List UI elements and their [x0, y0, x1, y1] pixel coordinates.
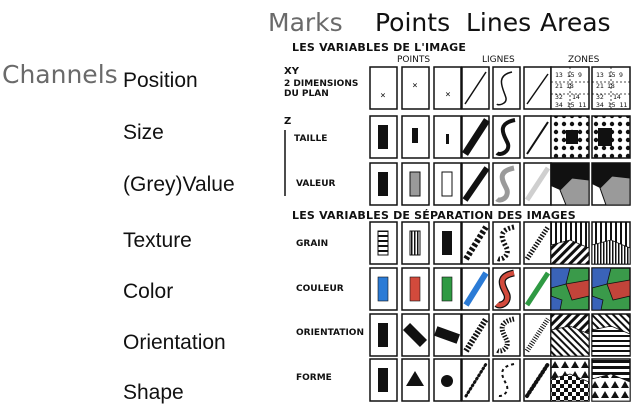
- grain-point-medium: [409, 230, 421, 256]
- value-point-white: [441, 171, 453, 197]
- grain-line-2: [495, 224, 515, 262]
- svg-text:18: 18: [566, 82, 574, 90]
- row-label-taille: TAILLE: [294, 134, 328, 144]
- channel-grey-value: (Grey)Value: [123, 173, 235, 196]
- row-label-couleur: COULEUR: [296, 284, 344, 294]
- color-line-blue: [463, 271, 489, 307]
- grain-point-fine: [442, 231, 452, 255]
- orientation-point-vertical: [378, 323, 388, 347]
- size-point-small: [446, 134, 449, 144]
- row-grain: [369, 221, 631, 265]
- size-line-thick: [462, 118, 490, 156]
- value-point-grey: [409, 171, 421, 197]
- svg-text:14: 14: [613, 93, 621, 101]
- grain-line-3: [524, 225, 551, 261]
- svg-text:34 15 11: 34 15 11: [555, 101, 586, 109]
- shape-point-circle: [441, 375, 453, 387]
- section-image-variables: LES VARIABLES DE L'IMAGE: [292, 41, 467, 54]
- shape-point-rectangle: [378, 368, 388, 392]
- size-point-large: [378, 125, 388, 149]
- position-line-diagonal: [526, 73, 549, 105]
- row-label-grain: GRAIN: [296, 239, 329, 249]
- svg-text:32: 32: [596, 93, 604, 101]
- color-point-red: [409, 276, 421, 302]
- color-line-green: [524, 271, 551, 307]
- row-orientation: [369, 313, 631, 357]
- cell-position-point-1: [369, 66, 398, 110]
- header-channels: Channels: [2, 60, 118, 89]
- channel-size: Size: [123, 121, 164, 144]
- size-line-thin: [526, 121, 549, 155]
- shape-line-dots: [464, 362, 488, 398]
- value-line-grey: [495, 165, 515, 203]
- svg-text:13 15: 13 15: [596, 71, 616, 79]
- size-line-curve: [495, 118, 516, 156]
- position-mark-3: ×: [445, 90, 450, 100]
- color-point-blue: [377, 276, 389, 302]
- grain-line-1: [463, 225, 489, 261]
- svg-text:9: 9: [578, 71, 582, 79]
- shape-line-stars: [496, 363, 515, 397]
- svg-text:21: 21: [555, 82, 563, 90]
- channel-texture: Texture: [123, 229, 192, 252]
- row-couleur: [369, 267, 631, 311]
- cell-position-point-2: [401, 66, 430, 110]
- header-points: Points: [375, 8, 451, 37]
- orientation-line-2: [495, 316, 515, 354]
- orientation-line-1: [463, 317, 489, 353]
- axis-z: Z: [284, 116, 292, 127]
- size-point-medium: [412, 128, 418, 143]
- row-label-position: 2 DIMENSIONS DU PLAN: [284, 79, 359, 100]
- row-label-valeur: VALEUR: [296, 179, 336, 189]
- svg-text:14: 14: [572, 93, 580, 101]
- svg-text:21: 21: [596, 82, 604, 90]
- axis-xy: XY: [284, 66, 299, 77]
- header-marks: Marks: [268, 8, 343, 37]
- cell-position-point-3: [433, 66, 462, 110]
- row-label-forme: FORME: [296, 373, 332, 383]
- value-point-dark: [378, 172, 388, 196]
- svg-text:18: 18: [607, 82, 615, 90]
- column-zones: ZONES: [568, 55, 600, 65]
- row-valeur: [369, 162, 631, 206]
- column-points: POINTS: [397, 55, 431, 65]
- header-lines: Lines: [466, 8, 532, 37]
- svg-text:34 15 11: 34 15 11: [596, 101, 627, 109]
- svg-text:9: 9: [619, 71, 623, 79]
- position-line-straight: [464, 71, 487, 105]
- orientation-point-diagonal: [402, 322, 428, 348]
- svg-text:13 15: 13 15: [555, 71, 575, 79]
- grain-point-coarse: [377, 230, 389, 256]
- channel-orientation: Orientation: [123, 331, 226, 354]
- position-mark-1: ×: [380, 91, 385, 101]
- header-areas: Areas: [540, 8, 611, 37]
- orientation-point-tilted: [434, 326, 460, 344]
- channel-shape: Shape: [123, 381, 184, 404]
- color-point-green: [441, 276, 453, 302]
- shape-point-triangle: [406, 371, 424, 386]
- value-line-light: [524, 166, 551, 202]
- row-forme: [369, 358, 631, 402]
- position-line-curve: [496, 71, 513, 106]
- channel-position: Position: [123, 69, 198, 92]
- shape-line-bullets: [525, 362, 550, 398]
- color-line-red: [495, 270, 515, 308]
- column-lignes: LIGNES: [482, 55, 515, 65]
- position-mark-2: ×: [412, 81, 417, 91]
- value-line-dark: [462, 166, 490, 202]
- row-taille: [369, 115, 631, 159]
- channel-color: Color: [123, 280, 174, 303]
- section-separation-variables: LES VARIABLES DE SÉPARATION DES IMAGES: [292, 209, 576, 222]
- row-label-orientation: ORIENTATION: [296, 328, 364, 338]
- svg-text:32: 32: [555, 93, 563, 101]
